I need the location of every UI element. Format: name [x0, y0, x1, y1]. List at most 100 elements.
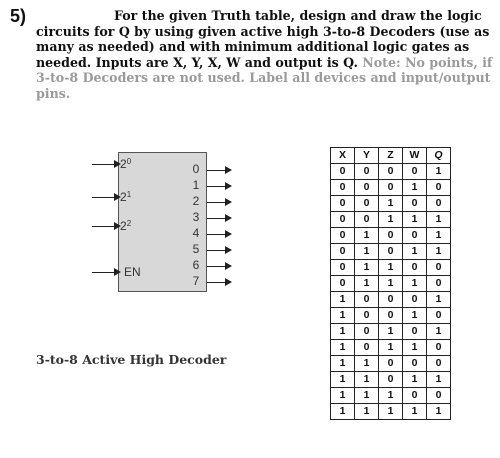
table-cell: 1 [402, 275, 427, 292]
table-cell: 1 [354, 259, 379, 276]
table-cell: 1 [378, 387, 403, 404]
table-cell: 0 [426, 307, 451, 324]
output-arrow-line [207, 202, 227, 203]
table-cell: 1 [330, 387, 355, 404]
table-cell: 0 [402, 163, 427, 180]
table-cell: 1 [330, 291, 355, 308]
table-cell: 0 [426, 259, 451, 276]
table-cell: 1 [402, 403, 427, 420]
output-arrow-line [207, 250, 227, 251]
table-cell: 1 [378, 259, 403, 276]
table-cell: 0 [354, 323, 379, 340]
header-w: W [402, 147, 427, 164]
output-arrow-line [207, 282, 227, 283]
output-arrow-line [207, 186, 227, 187]
decoder-output-label-6: 6 [192, 258, 200, 272]
decoder-input-label-0: 20 [120, 157, 132, 171]
table-cell: 0 [354, 195, 379, 212]
table-cell: 0 [426, 195, 451, 212]
decoder-output-label-1: 1 [192, 178, 200, 192]
table-cell: 0 [402, 323, 427, 340]
table-cell: 0 [426, 275, 451, 292]
header-x: X [330, 147, 355, 164]
question-text: For the given Truth table, design and dr… [36, 8, 490, 70]
decoder-output-label-3: 3 [192, 210, 200, 224]
output-arrow-head [225, 166, 232, 174]
table-cell: 1 [426, 403, 451, 420]
table-cell: 0 [378, 291, 403, 308]
table-cell: 1 [354, 387, 379, 404]
table-cell: 0 [378, 355, 403, 372]
truth-table-header-row: X Y Z W Q [330, 147, 451, 164]
question-note: Note: No points, if 3-to-8 Decoders are … [36, 54, 493, 101]
input-arrow-head [114, 160, 121, 168]
enable-arrow-head [114, 268, 121, 276]
input-arrow-head [114, 222, 121, 230]
table-cell: 1 [402, 179, 427, 196]
table-cell: 0 [378, 371, 403, 388]
table-cell: 1 [354, 403, 379, 420]
question-number: 5) [10, 6, 27, 26]
table-cell: 0 [402, 387, 427, 404]
table-cell: 0 [426, 179, 451, 196]
table-cell: 0 [354, 307, 379, 324]
table-cell: 1 [426, 243, 451, 260]
table-cell: 1 [378, 195, 403, 212]
table-cell: 1 [378, 403, 403, 420]
decoder-output-label-4: 4 [192, 226, 200, 240]
table-cell: 0 [330, 211, 355, 228]
table-cell: 0 [354, 179, 379, 196]
table-cell: 1 [330, 323, 355, 340]
table-cell: 1 [402, 371, 427, 388]
table-cell: 1 [402, 243, 427, 260]
header-y: Y [354, 147, 379, 164]
input-arrow-line [92, 226, 118, 227]
table-cell: 1 [402, 211, 427, 228]
output-arrow-head [225, 278, 232, 286]
output-arrow-head [225, 182, 232, 190]
table-cell: 1 [354, 275, 379, 292]
output-arrow-line [207, 170, 227, 171]
table-cell: 1 [378, 323, 403, 340]
table-cell: 1 [426, 163, 451, 180]
table-cell: 0 [426, 387, 451, 404]
table-cell: 0 [330, 179, 355, 196]
decoder-diagram: 20 21 22 EN 0 1 2 3 4 5 6 7 [0, 0, 330, 320]
table-cell: 0 [330, 259, 355, 276]
table-cell: 0 [426, 339, 451, 356]
table-cell: 0 [354, 211, 379, 228]
table-cell: 0 [402, 355, 427, 372]
table-cell: 1 [330, 339, 355, 356]
table-cell: 0 [354, 163, 379, 180]
table-cell: 0 [378, 179, 403, 196]
table-cell: 0 [378, 307, 403, 324]
table-cell: 0 [402, 195, 427, 212]
table-cell: 1 [426, 371, 451, 388]
table-cell: 1 [354, 371, 379, 388]
table-cell: 0 [426, 355, 451, 372]
header-q: Q [426, 147, 451, 164]
decoder-output-label-7: 7 [192, 274, 200, 288]
table-cell: 0 [330, 275, 355, 292]
table-cell: 0 [330, 227, 355, 244]
decoder-input-label-2: 22 [120, 219, 132, 233]
input-arrow-line [92, 197, 118, 198]
table-cell: 1 [378, 211, 403, 228]
enable-arrow-line [92, 272, 118, 273]
table-cell: 1 [378, 275, 403, 292]
decoder-enable-label: EN [124, 265, 141, 279]
decoder-input-label-1: 21 [120, 190, 132, 204]
output-arrow-head [225, 246, 232, 254]
table-cell: 1 [402, 307, 427, 324]
table-cell: 1 [354, 227, 379, 244]
